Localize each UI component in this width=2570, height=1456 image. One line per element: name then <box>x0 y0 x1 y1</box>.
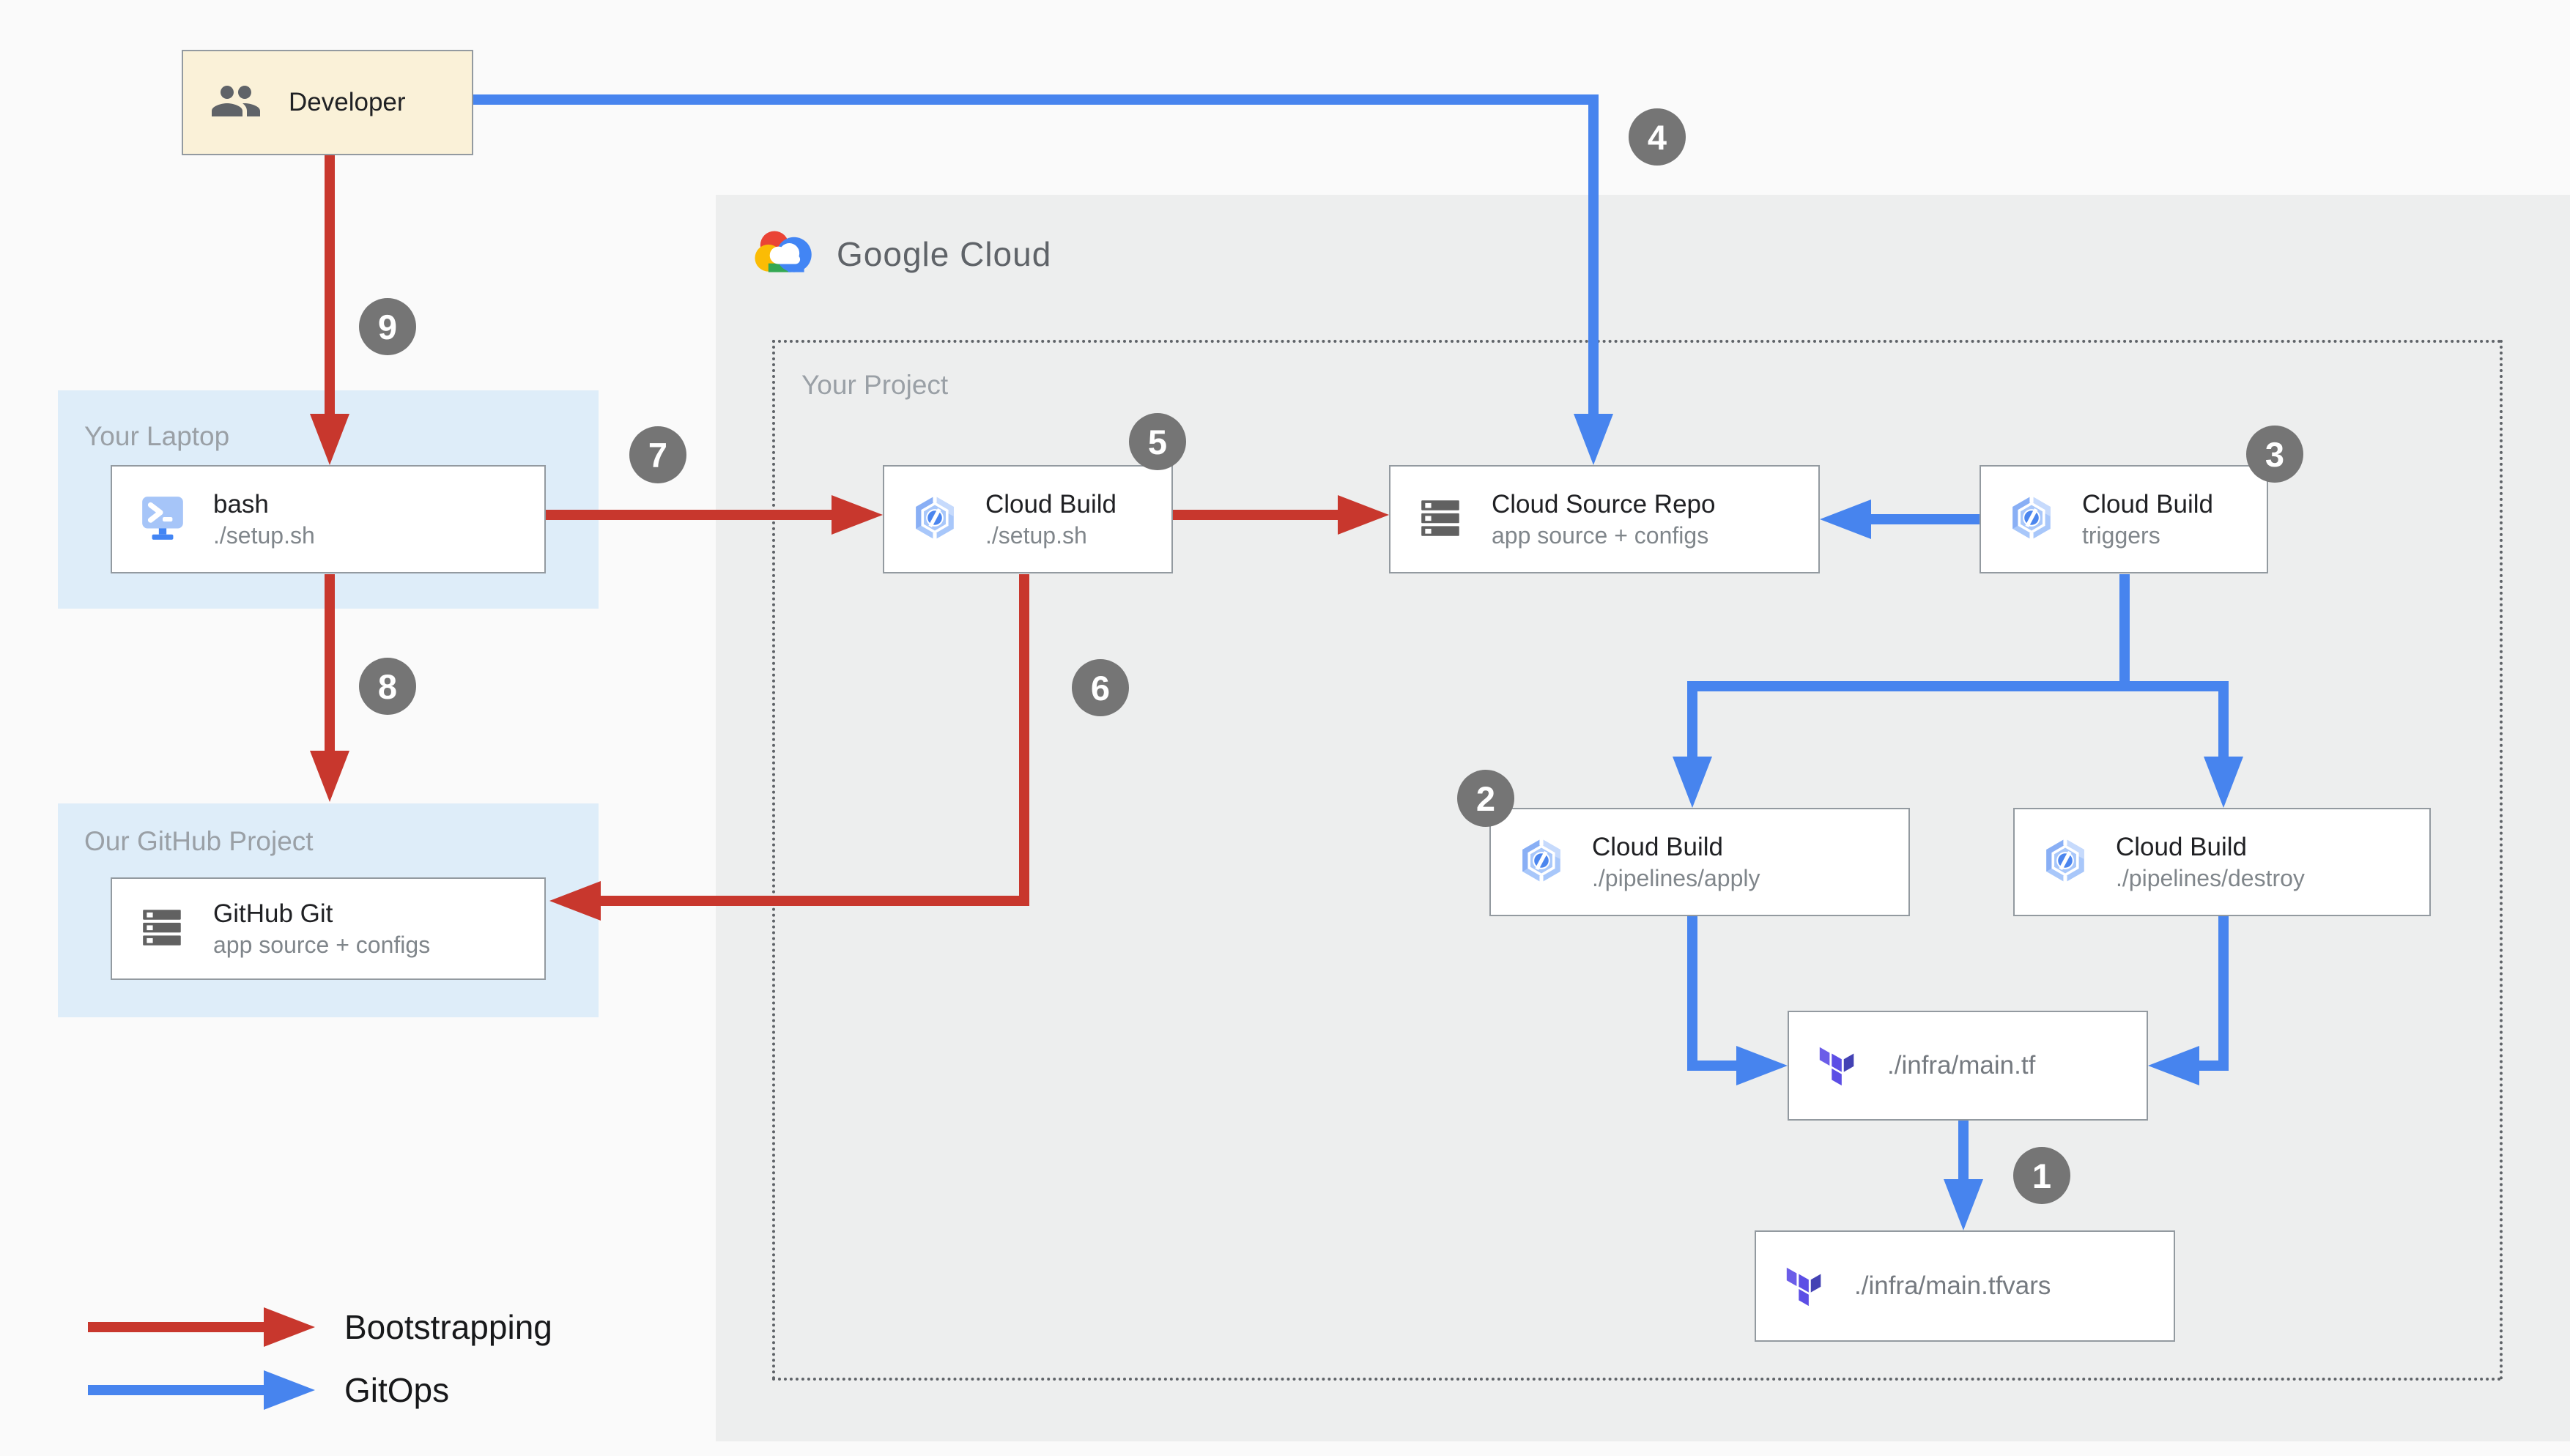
legend-bootstrapping-label: Bootstrapping <box>344 1308 552 1346</box>
node-cloud-build-destroy: Cloud Build ./pipelines/destroy <box>2013 808 2431 916</box>
arrow-4-developer-to-sourcerepo-hline <box>473 94 1599 105</box>
legend-bootstrapping-arrow-head <box>264 1307 315 1347</box>
cloud-build-icon <box>2041 836 2089 888</box>
arrow-9-developer-to-laptop-line <box>325 155 335 417</box>
arrow-cloudbuild-to-sourcerepo-line <box>1173 510 1338 520</box>
triggers-split-hbar <box>1687 681 2229 691</box>
step-badge-8: 8 <box>359 658 416 715</box>
node-bash: bash ./setup.sh <box>111 465 546 573</box>
arrow-8-laptop-to-github-head <box>310 751 349 802</box>
node-cloud-build-apply: Cloud Build ./pipelines/apply <box>1489 808 1910 916</box>
node-infra-main-tfvars-title: ./infra/main.tfvars <box>1854 1271 2051 1300</box>
node-cloud-source-repo-title: Cloud Source Repo <box>1492 490 1716 519</box>
arrow-destroy-to-maintf-vline <box>2218 916 2229 1071</box>
arrow-8-laptop-to-github-line <box>325 574 335 754</box>
node-infra-main-tfvars: ./infra/main.tfvars <box>1755 1230 2175 1342</box>
arrow-apply-to-maintf-hline <box>1687 1061 1738 1071</box>
arrow-3-triggers-to-sourcerepo-line <box>1871 514 1980 524</box>
arrow-6-cloudbuild-to-githubgit-hline <box>601 896 1029 906</box>
arrow-destroy-to-maintf-head <box>2148 1046 2199 1085</box>
arrow-7-bash-to-cloudbuild-head <box>832 495 883 535</box>
arrow-apply-to-maintf-head <box>1736 1046 1788 1085</box>
your-project-boundary <box>772 340 2503 1381</box>
arrow-1-maintf-to-tfvars-head <box>1944 1179 1983 1230</box>
step-badge-9: 9 <box>359 298 416 355</box>
node-cloud-build-apply-title: Cloud Build <box>1592 833 1723 862</box>
arrow-to-destroy-head <box>2204 757 2243 808</box>
cloud-build-icon <box>1517 836 1566 888</box>
arrow-3-triggers-to-sourcerepo-head <box>1820 499 1871 539</box>
step-badge-2: 2 <box>1457 770 1514 827</box>
arrow-2-to-apply-vline <box>1687 681 1697 759</box>
arrow-destroy-to-maintf-hline <box>2198 1061 2229 1071</box>
node-cloud-build-setup: Cloud Build ./setup.sh <box>883 465 1173 573</box>
node-bash-title: bash <box>213 490 269 519</box>
node-cloud-build-setup-subtitle: ./setup.sh <box>985 521 1087 549</box>
step-badge-7: 7 <box>629 426 686 483</box>
our-github-project-label: Our GitHub Project <box>84 826 314 856</box>
terraform-icon <box>1815 1041 1861 1091</box>
node-cloud-build-setup-title: Cloud Build <box>985 490 1116 519</box>
legend-bootstrapping-arrow-line <box>88 1322 264 1332</box>
cloud-build-icon <box>2007 494 2056 546</box>
step-badge-6: 6 <box>1072 659 1129 716</box>
step-badge-5: 5 <box>1129 413 1186 470</box>
node-cloud-source-repo-subtitle: app source + configs <box>1492 521 1709 549</box>
node-infra-main-tf: ./infra/main.tf <box>1788 1011 2148 1121</box>
terraform-icon <box>1782 1262 1828 1311</box>
node-developer-title: Developer <box>289 88 406 117</box>
step-badge-3: 3 <box>2246 426 2303 483</box>
repo-icon <box>138 903 187 955</box>
arrow-4-developer-to-sourcerepo-vline <box>1588 94 1599 417</box>
legend-gitops-arrow-line <box>88 1385 264 1395</box>
google-cloud-logo: Google Cloud <box>750 224 1051 283</box>
arrow-6-cloudbuild-to-githubgit-vline <box>1019 574 1029 906</box>
triggers-split-vline <box>2119 574 2130 686</box>
arrow-4-developer-to-sourcerepo-head <box>1574 414 1613 465</box>
node-developer: Developer <box>182 50 473 155</box>
arrow-7-bash-to-cloudbuild-line <box>546 510 832 520</box>
arrow-cloudbuild-to-sourcerepo-head <box>1338 495 1389 535</box>
cloud-build-icon <box>911 494 959 546</box>
node-github-git-subtitle: app source + configs <box>213 931 431 958</box>
your-project-label: Your Project <box>801 370 949 400</box>
arrow-apply-to-maintf-vline <box>1687 916 1697 1071</box>
people-icon <box>210 75 262 131</box>
node-bash-subtitle: ./setup.sh <box>213 521 315 549</box>
arrow-1-maintf-to-tfvars-line <box>1958 1121 1969 1182</box>
google-cloud-logo-icon <box>750 224 818 283</box>
step-badge-4: 4 <box>1629 108 1686 166</box>
node-cloud-source-repo: Cloud Source Repo app source + configs <box>1389 465 1820 573</box>
node-github-git: GitHub Git app source + configs <box>111 877 546 980</box>
arrow-2-to-apply-head <box>1673 757 1712 808</box>
node-cloud-build-apply-subtitle: ./pipelines/apply <box>1592 864 1760 891</box>
repo-icon <box>1417 494 1465 546</box>
node-cloud-build-destroy-title: Cloud Build <box>2116 833 2247 862</box>
node-github-git-title: GitHub Git <box>213 899 333 929</box>
legend-gitops-arrow-head <box>264 1370 315 1410</box>
arrow-6-cloudbuild-to-githubgit-head <box>549 881 601 921</box>
node-cloud-build-destroy-subtitle: ./pipelines/destroy <box>2116 864 2305 891</box>
your-laptop-label: Your Laptop <box>84 421 230 451</box>
terminal-icon <box>138 494 187 546</box>
arrow-9-developer-to-laptop-head <box>310 414 349 465</box>
legend-gitops-label: GitOps <box>344 1371 450 1409</box>
node-infra-main-tf-title: ./infra/main.tf <box>1887 1051 2036 1080</box>
node-cloud-build-triggers-title: Cloud Build <box>2082 490 2213 519</box>
step-badge-1: 1 <box>2013 1147 2070 1204</box>
node-cloud-build-triggers: Cloud Build triggers <box>1980 465 2268 573</box>
google-cloud-logo-text: Google Cloud <box>837 234 1052 273</box>
node-cloud-build-triggers-subtitle: triggers <box>2082 521 2160 549</box>
arrow-to-destroy-vline <box>2218 681 2229 759</box>
